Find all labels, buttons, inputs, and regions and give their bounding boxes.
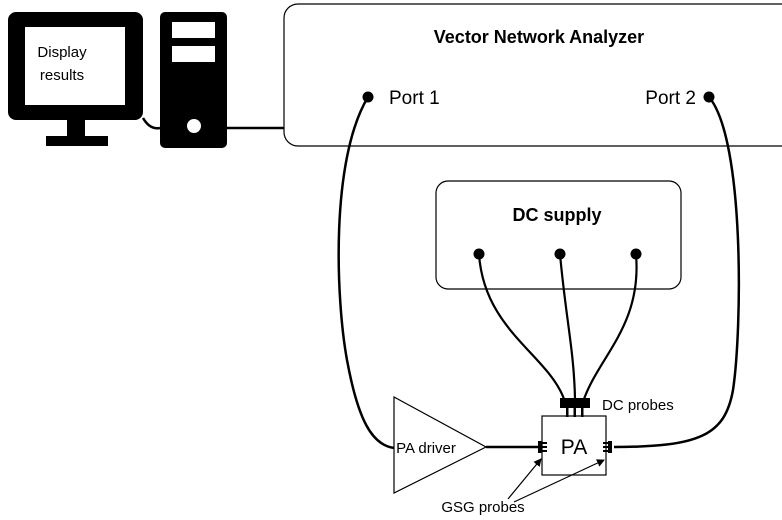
port-2-label: Port 2 (645, 88, 696, 109)
gsg-probe-input-tip-g2 (542, 450, 547, 452)
pa-label: PA (561, 436, 587, 459)
tower-drive-bay-1 (172, 22, 215, 38)
gsg-probe-output-tip-g1 (603, 442, 608, 444)
dc-cable-1 (477, 253, 566, 400)
vector-network-analyzer: Vector Network Analyzer Port 1 Port 2 (283, 3, 782, 147)
port-1-rf-cable (337, 96, 395, 450)
monitor-to-tower-cable (141, 117, 161, 130)
dc-probes-label: DC probes (602, 397, 674, 414)
dc-supply-title: DC supply (512, 205, 601, 225)
dc-probe-pin-3 (581, 408, 584, 417)
dc-cable-2 (558, 253, 577, 400)
gsg-probe-input-tip-g1 (542, 442, 547, 444)
tower-power-button (187, 119, 201, 133)
dc-probe: DC probes (560, 397, 674, 417)
gsg-probe-output-body (608, 441, 612, 453)
pa-driver-label: PA driver (396, 440, 456, 457)
gsg-probe-output-tip-g2 (603, 450, 608, 452)
screen-text-results: results (40, 67, 84, 84)
pa-driver: PA driver (393, 395, 488, 494)
pa-driver-triangle (393, 395, 488, 494)
gsg-probe-output-tip-s (603, 446, 608, 448)
monitor: Display results (8, 12, 143, 146)
monitor-screen (25, 27, 125, 105)
gsg-probe-output (603, 441, 612, 453)
gsg-probe-input-tip-s (542, 446, 547, 448)
vna-box (283, 3, 782, 147)
pc-tower (160, 12, 227, 148)
vna-title: Vector Network Analyzer (434, 27, 644, 47)
dc-probe-pin-1 (566, 408, 569, 417)
dc-probe-head (560, 398, 590, 408)
port-2-rf-cable (613, 96, 741, 449)
computer: Display results (8, 12, 227, 148)
port-1-label: Port 1 (389, 88, 440, 109)
dc-supply-box (435, 180, 682, 290)
monitor-neck (67, 120, 85, 138)
dc-probe-pin-2 (573, 408, 576, 417)
power-amplifier: PA (541, 415, 607, 476)
dc-cable-3 (582, 253, 638, 400)
gsg-arrow-input (507, 458, 542, 500)
tower-drive-bay-2 (172, 46, 215, 62)
dc-supply: DC supply (435, 180, 682, 290)
gsg-probe-input (538, 441, 547, 453)
monitor-stand-base (46, 136, 108, 146)
gsg-probes-label: GSG probes (441, 499, 524, 516)
gsg-probe-input-body (538, 441, 542, 453)
gsg-arrow-output (513, 459, 605, 503)
screen-text-display: Display (37, 44, 87, 61)
